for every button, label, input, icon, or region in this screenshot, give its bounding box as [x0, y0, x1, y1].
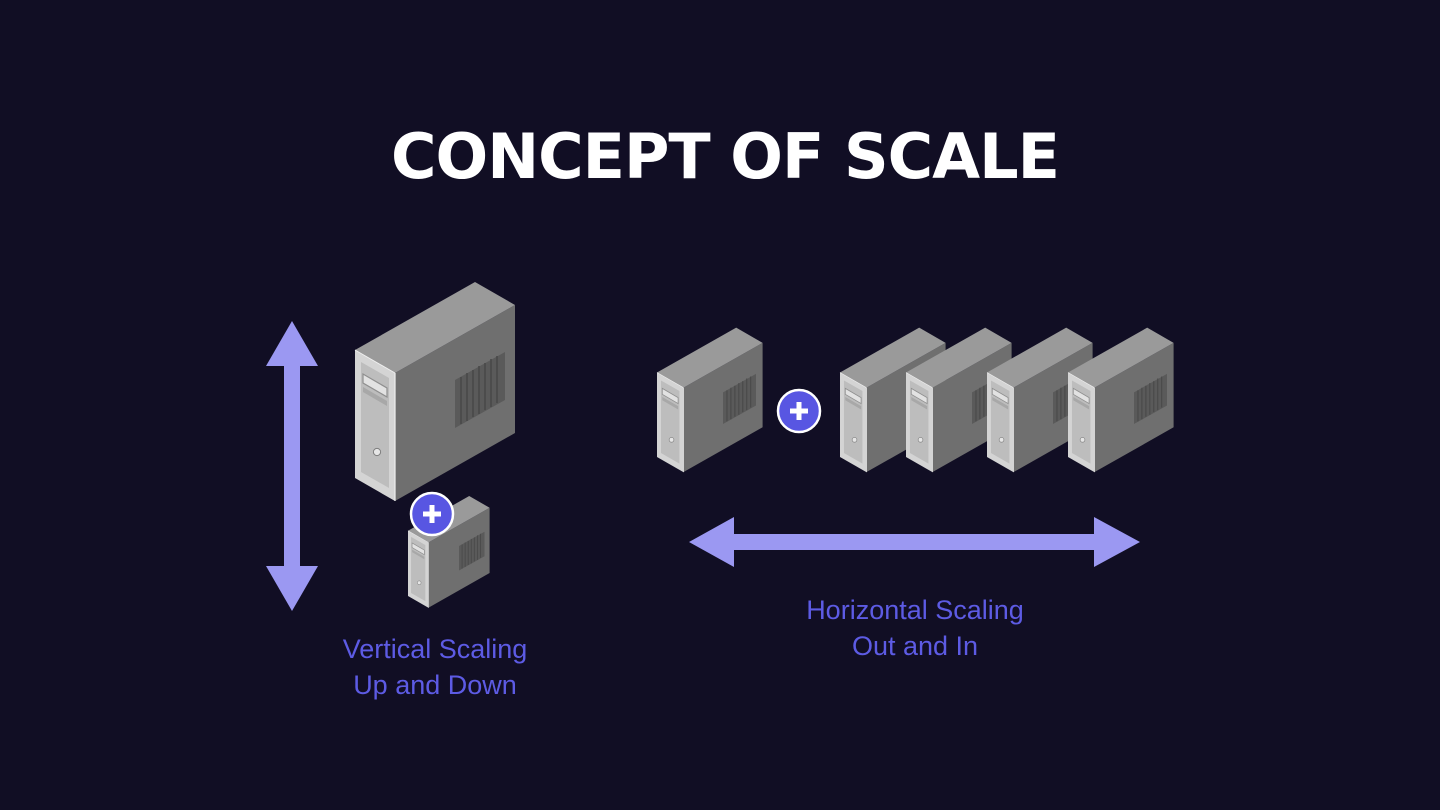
page-title: CONCEPT OF SCALE	[391, 120, 1060, 193]
large-server-icon	[354, 281, 516, 502]
horizontal-double-arrow-icon	[689, 517, 1140, 567]
vertical-double-arrow-icon	[266, 321, 318, 611]
vertical-scaling-caption: Vertical Scaling Up and Down	[285, 631, 585, 703]
horizontal-scaling-title: Horizontal Scaling	[806, 595, 1024, 625]
server-cluster	[839, 327, 1175, 473]
horizontal-scaling-caption: Horizontal Scaling Out and In	[765, 592, 1065, 664]
horizontal-scaling-subtitle: Out and In	[851, 631, 979, 661]
single-server-icon	[656, 327, 764, 473]
plus-icon-horizontal	[776, 388, 822, 434]
vertical-scaling-title: Vertical Scaling	[342, 634, 528, 664]
plus-icon-vertical	[409, 491, 455, 537]
vertical-scaling-subtitle: Up and Down	[353, 670, 517, 700]
